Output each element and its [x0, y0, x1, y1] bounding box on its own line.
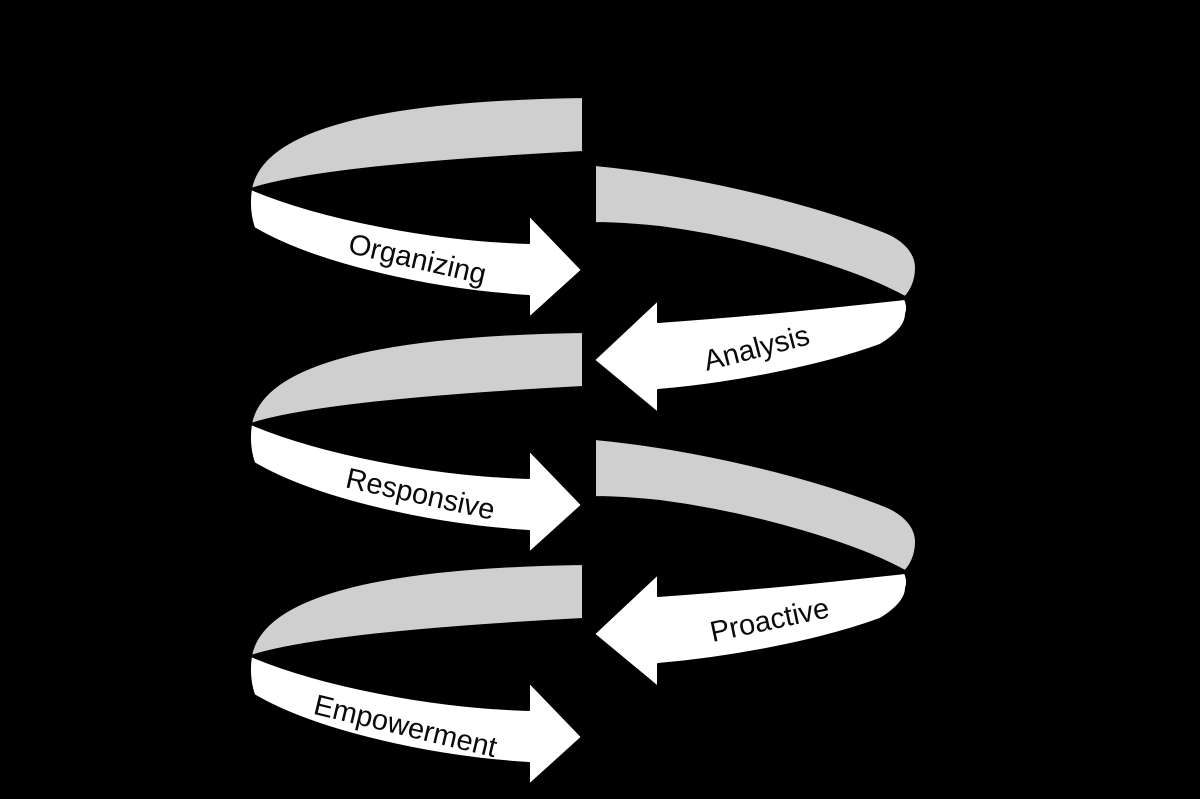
analysis-ribbon-top-surface [594, 163, 918, 299]
arrow-responsive: Responsive [249, 330, 584, 554]
responsive-ribbon-front-arrow [249, 423, 583, 554]
empowerment-ribbon-top-surface [249, 562, 584, 658]
proactive-ribbon-top-surface [594, 437, 918, 573]
arrow-organizing: Organizing [249, 95, 584, 319]
empowerment-ribbon-front-arrow [249, 655, 583, 786]
arrow-analysis: Analysis [593, 163, 918, 414]
proactive-ribbon-front-arrow [593, 572, 909, 688]
arrow-proactive: Proactive [593, 437, 918, 688]
responsive-ribbon-top-surface [249, 330, 584, 426]
analysis-ribbon-front-arrow [593, 298, 909, 414]
organizing-ribbon-front-arrow [249, 188, 583, 319]
organizing-ribbon-top-surface [249, 95, 584, 191]
